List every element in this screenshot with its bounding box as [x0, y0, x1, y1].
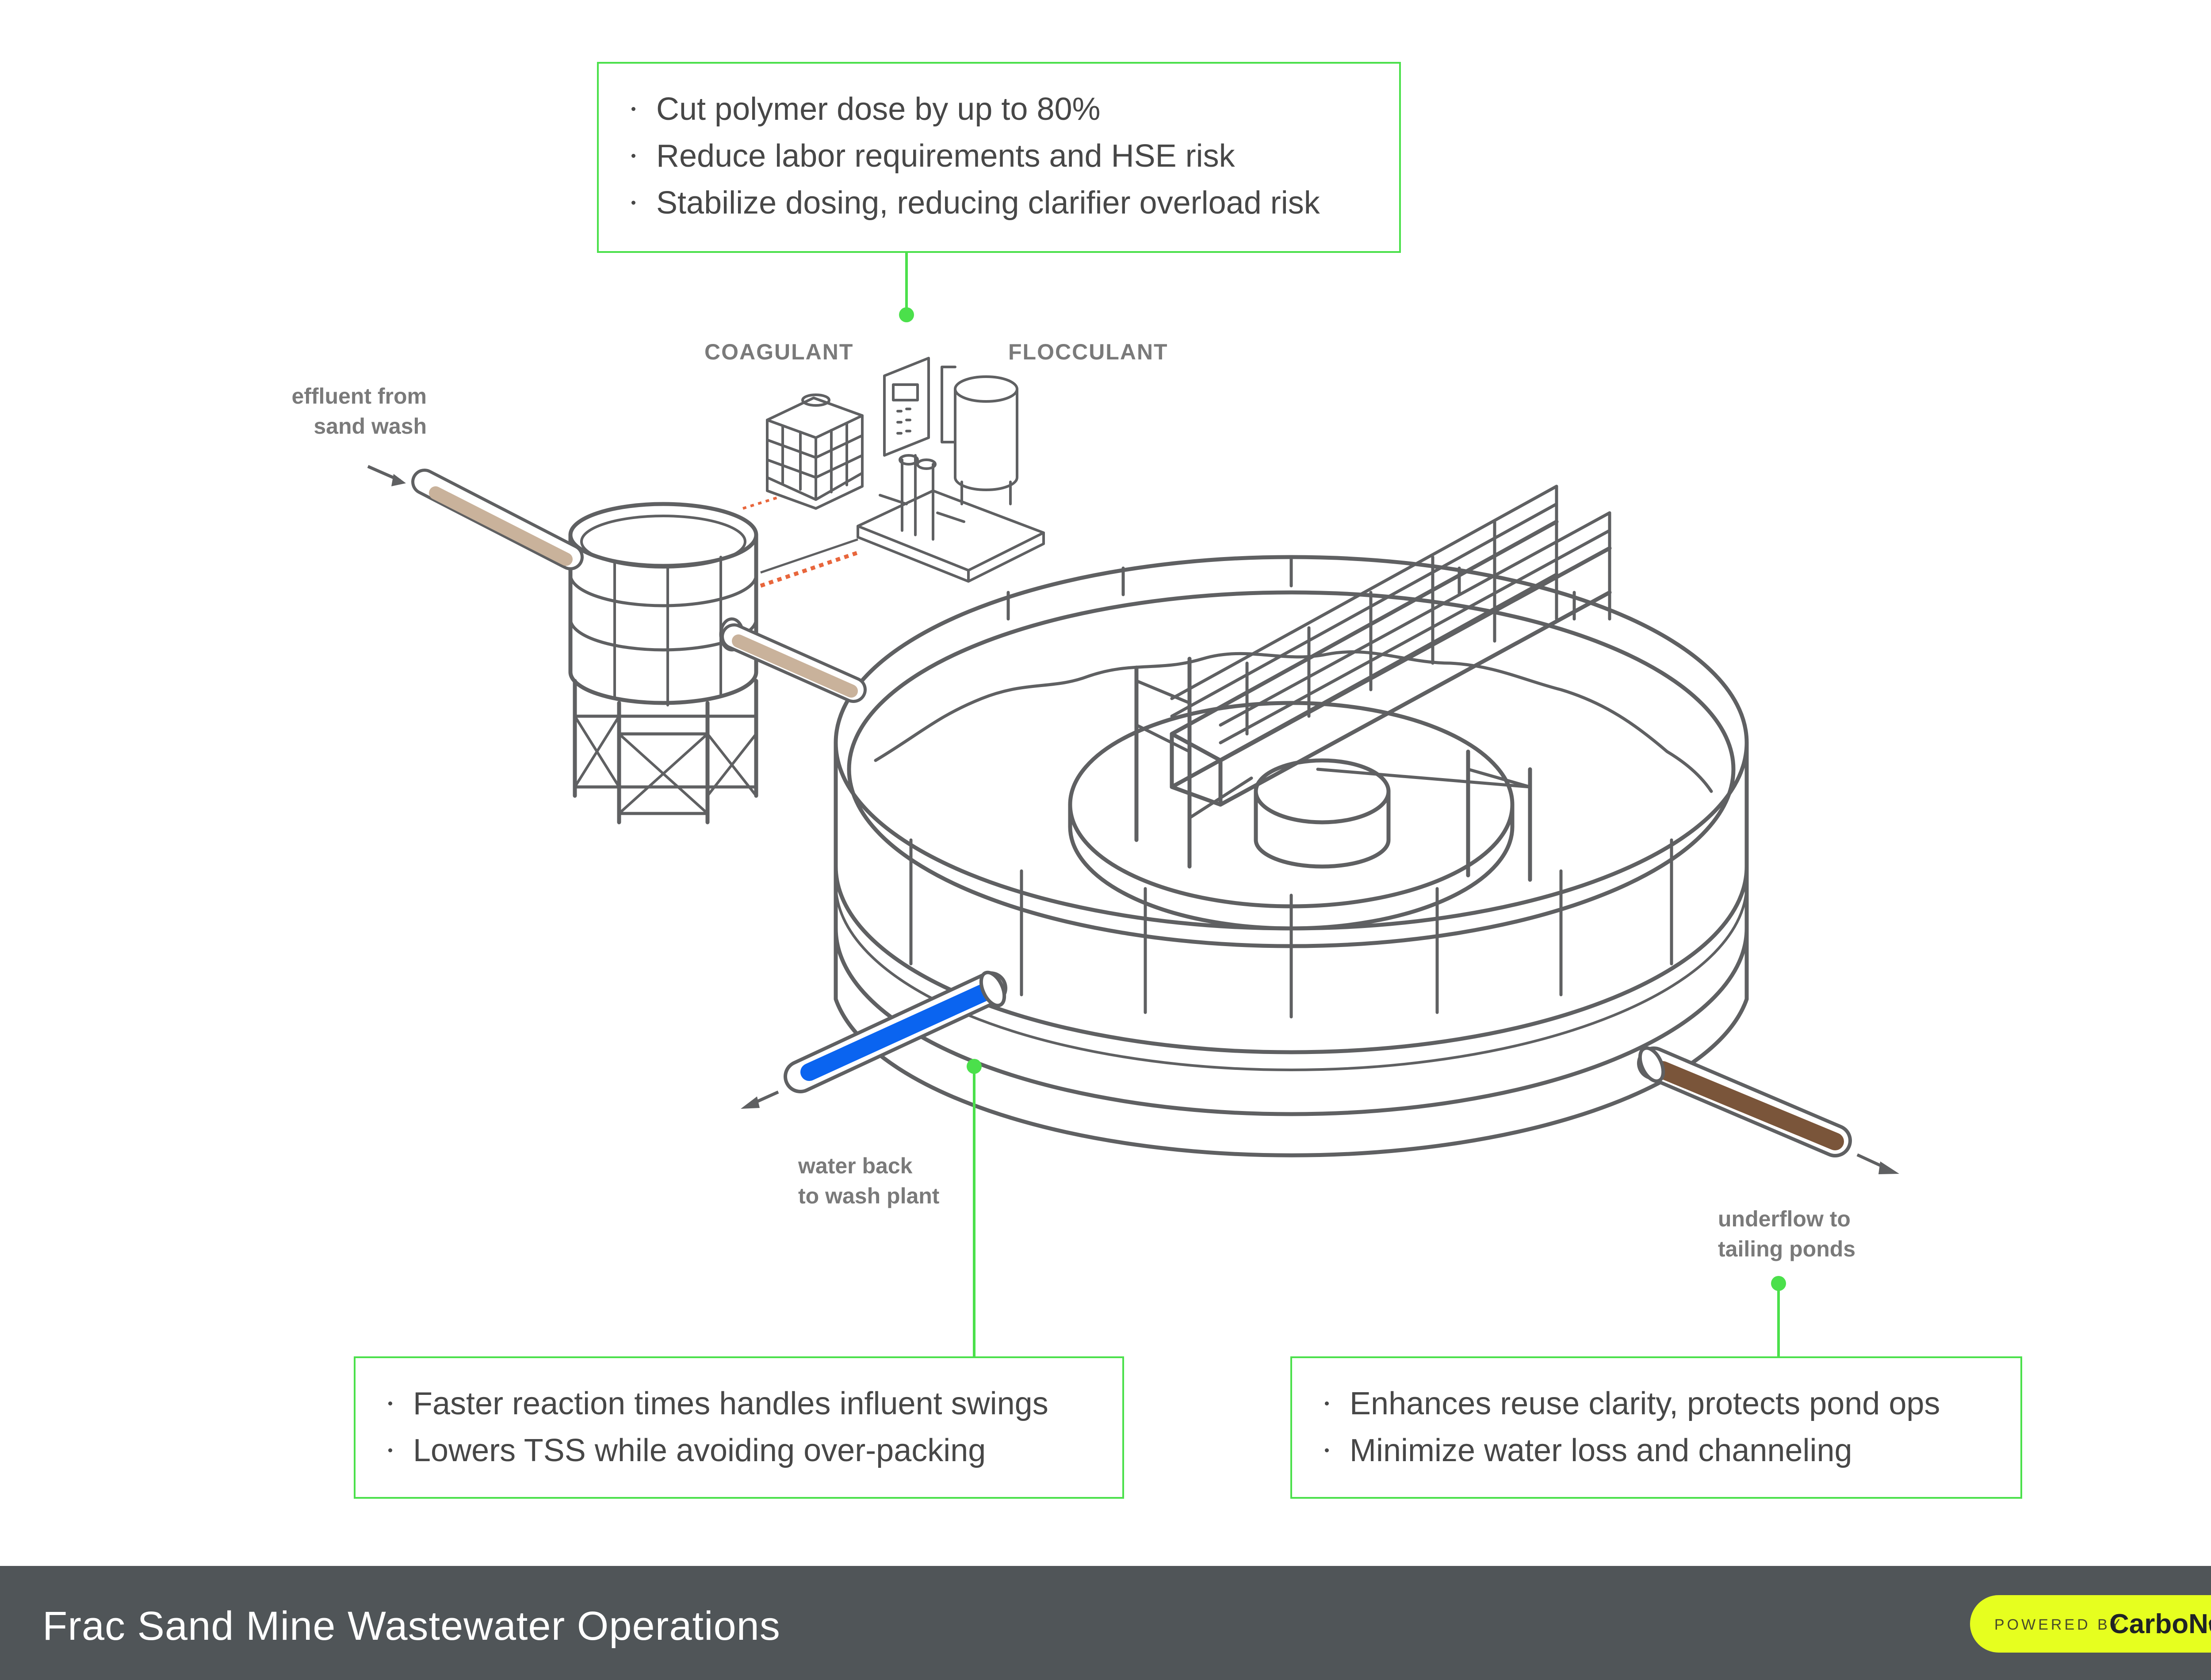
dosing-benefits-callout: Cut polymer dose by up to 80% Reduce lab… [597, 62, 1401, 253]
footer-bar: Frac Sand Mine Wastewater Operations POW… [0, 1566, 2211, 1680]
coagulant-tote [766, 393, 864, 510]
list-item: Stabilize dosing, reducing clarifier ove… [625, 179, 1373, 226]
underflow-benefits-callout: Enhances reuse clarity, protects pond op… [1290, 1356, 2022, 1499]
brand-name: CarboNet [2109, 1609, 2211, 1639]
effluent-label-line-1: effluent from [291, 384, 427, 409]
water-back-benefits-list: Faster reaction times handles influent s… [382, 1380, 1096, 1474]
coagulant-label: COAGULANT [704, 340, 854, 364]
flocculant-skid [857, 357, 1045, 583]
effluent-label-line-2: sand wash [314, 414, 427, 439]
powered-by-text: POWERED BY [1994, 1616, 2123, 1633]
clarifier-tank [834, 485, 1749, 1157]
underflow-label-line-1: underflow to [1718, 1207, 1851, 1231]
list-item: Cut polymer dose by up to 80% [625, 86, 1373, 133]
underflow-label-line-2: tailing ponds [1718, 1237, 1856, 1261]
water-back-label-line-1: water back [798, 1153, 913, 1178]
tank-to-clarifier-pipe [721, 623, 867, 703]
water-back-benefits-callout: Faster reaction times handles influent s… [354, 1356, 1124, 1499]
underflow-benefits-list: Enhances reuse clarity, protects pond op… [1319, 1380, 1994, 1474]
process-illustration [367, 252, 1899, 1357]
list-item: Minimize water loss and channeling [1319, 1427, 1994, 1474]
underflow-label: underflow to tailing ponds [1718, 1204, 1855, 1264]
list-item: Enhances reuse clarity, protects pond op… [1319, 1380, 1994, 1427]
underflow-pipe [1637, 1046, 1899, 1174]
dosing-benefits-list: Cut polymer dose by up to 80% Reduce lab… [625, 86, 1373, 226]
water-back-label-line-2: to wash plant [798, 1184, 940, 1208]
list-item: Lowers TSS while avoiding over-packing [382, 1427, 1096, 1474]
page-title: Frac Sand Mine Wastewater Operations [42, 1604, 780, 1649]
water-back-label: water back to wash plant [798, 1151, 939, 1211]
list-item: Faster reaction times handles influent s… [382, 1380, 1096, 1427]
powered-by-badge[interactable]: POWERED BY CarboNet [1970, 1595, 2211, 1653]
callout-connectors [899, 252, 1786, 1357]
brand-logo-icon [2209, 1618, 2211, 1629]
effluent-inlet-pipe [367, 465, 584, 570]
water-back-pipe [741, 970, 1007, 1109]
feed-tank [568, 502, 758, 825]
flocculant-label: FLOCCULANT [1008, 340, 1168, 364]
list-item: Reduce labor requirements and HSE risk [625, 133, 1373, 179]
effluent-label: effluent from sand wash [279, 381, 427, 441]
chemical-feed-lines [742, 496, 859, 588]
